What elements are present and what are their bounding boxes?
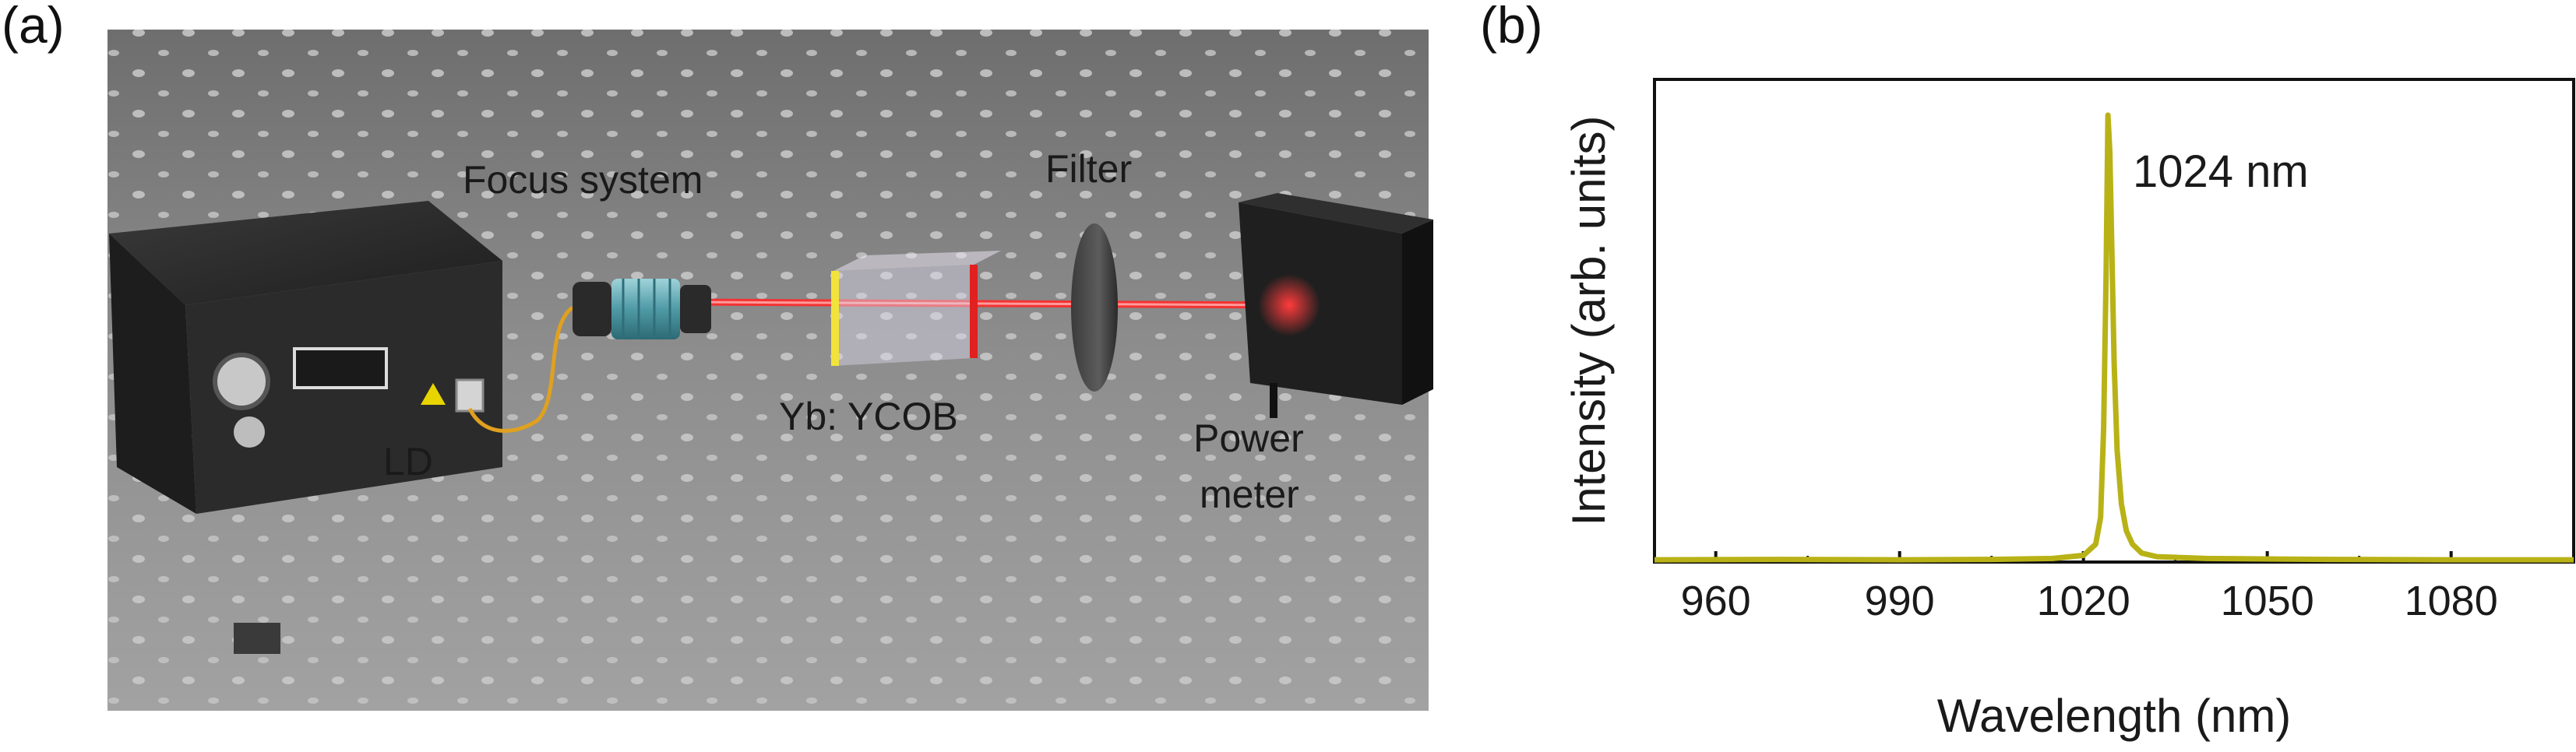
knob-icon (213, 353, 270, 410)
x-tick-label-1050: 1050 (2221, 578, 2314, 624)
laser-diode-box: 500W (109, 201, 502, 654)
panel-b-label: (b) (1480, 0, 1543, 54)
label-power-meter-line1: Power (1193, 416, 1304, 460)
power-display (293, 347, 388, 389)
y-axis-label: Intensity (arb. units) (1563, 116, 1615, 526)
plot-frame (1653, 78, 2575, 564)
label-ld: LD (383, 440, 433, 483)
warning-icon (421, 383, 446, 405)
x-tick-label-1020: 1020 (2037, 578, 2130, 624)
spectrum-series-line-0 (1654, 112, 2574, 563)
x-tick-label-990: 990 (1865, 578, 1935, 624)
spectrum-chart: 960 990 1020 1050 1080 1024 nm Wavelength (n… (1563, 78, 2575, 742)
x-axis-ticks: 960 990 1020 1050 1080 (1681, 551, 2498, 624)
yb-ycob-crystal (831, 251, 1001, 366)
button-icon (234, 416, 265, 448)
optical-fiber (467, 305, 574, 433)
x-tick-label-1080: 1080 (2405, 578, 2498, 624)
focus-system (573, 279, 711, 339)
laser-beam-core (685, 300, 1294, 307)
label-filter: Filter (1045, 147, 1132, 191)
label-power-meter-line2: meter (1200, 473, 1299, 516)
x-tick-label-960: 960 (1681, 578, 1751, 624)
x-axis-label: Wavelength (nm) (1937, 690, 2292, 742)
fiber-port (455, 378, 485, 413)
peak-annotation: 1024 nm (2133, 146, 2309, 197)
power-display-text: 500W (304, 353, 377, 385)
filter-disc (1071, 223, 1118, 392)
panel-a-label: (a) (2, 0, 65, 54)
series-layer (1654, 112, 2574, 563)
label-focus-system: Focus system (463, 158, 703, 202)
setup-illustration: 500W (107, 30, 1433, 711)
label-crystal: Yb: YCOB (779, 395, 958, 438)
power-meter (1239, 193, 1433, 418)
